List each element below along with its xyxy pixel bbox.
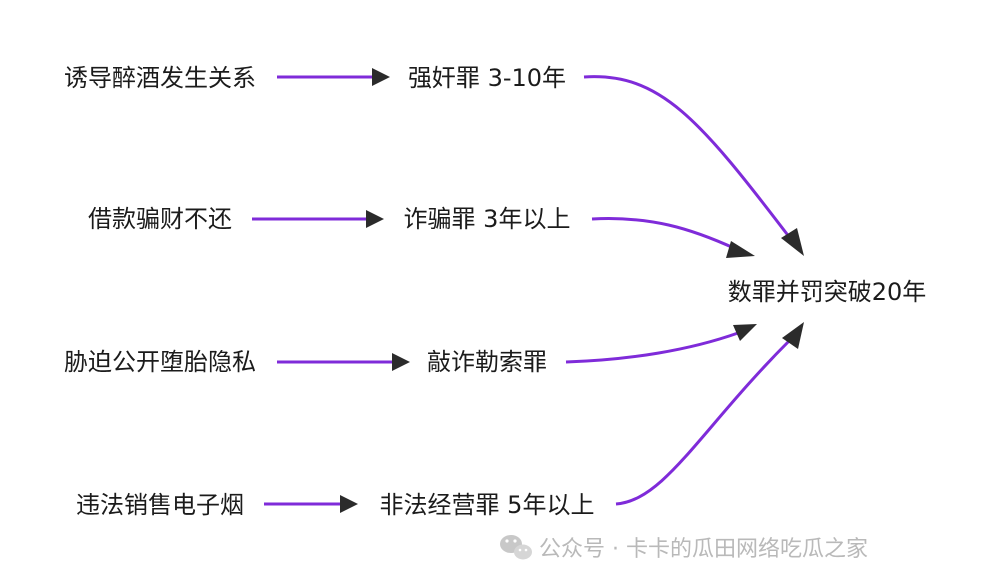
cause-node-1: 诱导醉酒发生关系 xyxy=(64,64,256,92)
arrowhead-cause1-crime1 xyxy=(372,68,390,86)
arrowhead-cause3-crime3 xyxy=(392,353,410,371)
cause-node-4: 违法销售电子烟 xyxy=(76,491,244,519)
cause-node-3: 胁迫公开堕胎隐私 xyxy=(64,348,256,376)
arrowhead-crime2-result xyxy=(726,241,755,258)
edge-crime4-result xyxy=(615,338,792,506)
result-node: 数罪并罚突破20年 xyxy=(728,278,927,306)
crime-node-4: 非法经营罪 5年以上 xyxy=(380,491,595,519)
cause-node-2: 借款骗财不还 xyxy=(88,205,232,233)
crime-node-1: 强奸罪 3-10年 xyxy=(408,64,566,92)
edge-crime3-result xyxy=(565,331,739,364)
arrowhead-crime1-result xyxy=(781,228,804,256)
arrowhead-crime4-result xyxy=(782,322,804,349)
watermark-text: 公众号 · 卡卡的瓜田网络吃瓜之家 xyxy=(539,537,868,562)
arrowhead-cause4-crime4 xyxy=(340,495,358,513)
crime-node-2: 诈骗罪 3年以上 xyxy=(404,205,571,233)
edge-crime1-result xyxy=(583,75,792,239)
crime-node-3: 敲诈勒索罪 xyxy=(427,348,547,376)
watermark: 公众号 · 卡卡的瓜田网络吃瓜之家 xyxy=(500,535,868,562)
edge-crime2-result xyxy=(591,217,737,251)
arrowhead-cause2-crime2 xyxy=(366,210,384,228)
arrowhead-crime3-result xyxy=(733,324,757,341)
wechat-icon xyxy=(500,535,532,560)
